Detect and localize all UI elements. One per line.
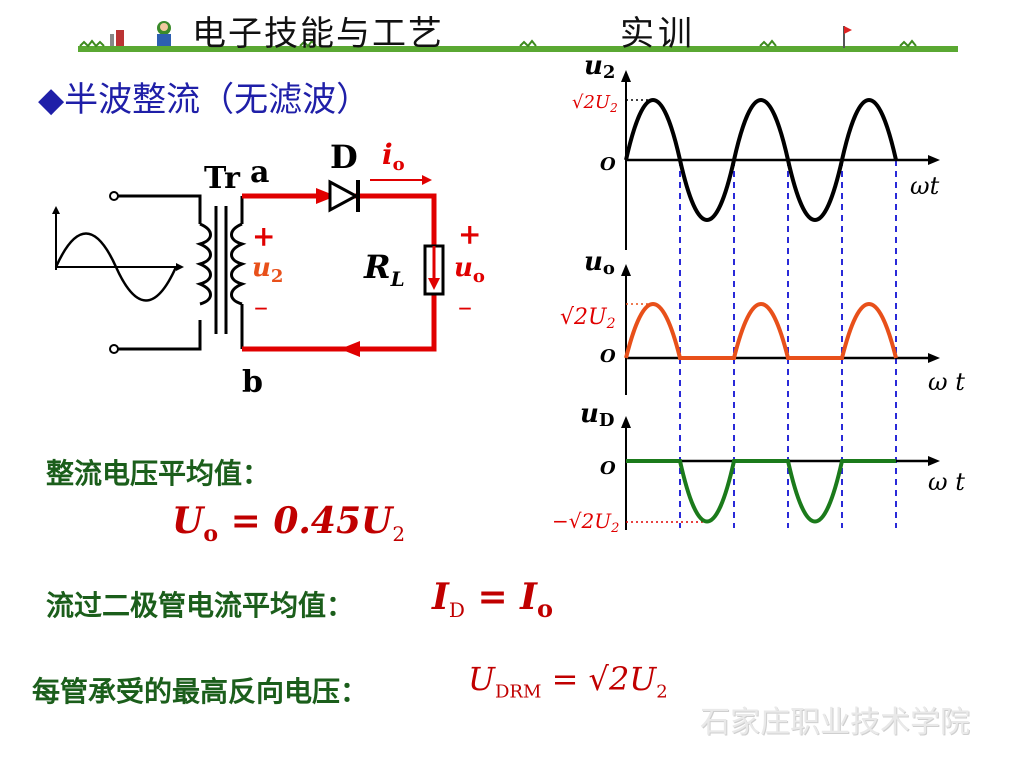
avg-current-formula: ID = Io — [432, 576, 553, 623]
header-decoration — [78, 21, 958, 52]
uo-axis-label: uo — [584, 247, 615, 279]
grass-tufts — [79, 39, 917, 48]
flag-icon — [843, 26, 852, 48]
section-title: ◆半波整流（无滤波） — [38, 80, 371, 120]
header-subtitle: 实训 — [620, 14, 696, 54]
current-label: io — [382, 138, 405, 175]
avg-current-rhs-sub: o — [536, 594, 553, 624]
header-title: 电子技能与工艺 — [192, 14, 444, 54]
ac-source-icon — [52, 206, 184, 302]
avg-voltage-rhs: = 0.45U — [230, 500, 393, 542]
u2-waveform-plot: u2 √2U2 O ωt — [572, 51, 940, 250]
ud-peak-label: −√2U2 — [552, 509, 619, 536]
rectifier-circuit: Tr a b D io + u2 – RL + uo – — [52, 138, 485, 400]
reverse-voltage-rhs-sub: 2 — [656, 681, 668, 703]
uo-origin-label: O — [600, 346, 616, 367]
primary-wire-top — [118, 194, 202, 224]
ud-axis-label: uD — [580, 399, 615, 431]
diode-icon — [328, 179, 360, 213]
primary-wire-bottom — [118, 320, 202, 351]
load-label: RL — [363, 248, 405, 291]
u2-plus: + — [252, 220, 275, 253]
u2-minus: – — [254, 290, 268, 323]
ud-waveform-plot: uD −√2U2 O ω t — [552, 399, 965, 536]
uo-plus: + — [458, 218, 481, 251]
avg-current-label: 流过二极管电流平均值： — [46, 589, 355, 622]
u2-origin-label: O — [600, 154, 616, 175]
small-sign-icon — [110, 30, 124, 46]
io-arrow-icon — [370, 175, 432, 185]
u2-axis-label: u2 — [584, 51, 615, 83]
uo-minus: – — [458, 290, 472, 323]
transformer-label: Tr — [204, 161, 241, 196]
input-terminal-top — [109, 191, 119, 201]
load-resistor-icon — [423, 244, 445, 296]
uo-label: uo — [454, 253, 485, 287]
transformer-icon — [195, 206, 247, 334]
u2-label: u2 — [252, 253, 283, 287]
reverse-voltage-lhs: U — [468, 660, 495, 698]
uo-rectified-curve — [624, 302, 898, 360]
reverse-voltage-lhs-sub: DRM — [494, 681, 542, 703]
uo-x-label: ω t — [928, 368, 965, 396]
current-arrow-top — [316, 188, 336, 204]
u2-peak-label: √2U2 — [572, 92, 618, 115]
avg-voltage-label: 整流电压平均值： — [46, 457, 271, 490]
input-terminal-bottom — [109, 344, 119, 354]
u2-sine-curve — [624, 98, 898, 222]
ud-x-label: ω t — [928, 468, 965, 496]
avg-current-lhs-sub: D — [448, 598, 465, 623]
cartoon-figure-icon — [157, 21, 171, 46]
u2-x-label: ωt — [910, 172, 940, 200]
avg-current-eq: = I — [477, 576, 537, 618]
avg-voltage-lhs: U — [172, 500, 204, 542]
school-watermark: 石家庄职业技术学院 — [700, 705, 970, 740]
avg-current-lhs: I — [432, 576, 449, 618]
reverse-voltage-formula: UDRM = √2U2 — [468, 660, 668, 702]
avg-voltage-rhs-sub: 2 — [392, 522, 406, 547]
diode-label: D — [330, 138, 358, 176]
uo-waveform-plot: uo √2U2 O ω t — [560, 247, 965, 396]
uo-peak-label: √2U2 — [560, 305, 616, 332]
reverse-voltage-rhs: = √2U — [551, 660, 657, 698]
reverse-voltage-label: 每管承受的最高反向电压： — [32, 675, 369, 708]
node-a-label: a — [250, 155, 269, 190]
ud-diode-voltage-curve — [626, 459, 896, 524]
avg-voltage-formula: Uo = 0.45U2 — [172, 500, 405, 547]
grass-strip — [78, 46, 958, 52]
node-b-label: b — [242, 365, 263, 400]
current-arrow-bottom — [340, 341, 360, 357]
ud-origin-label: O — [600, 458, 616, 479]
waveform-panel: u2 √2U2 O ωt uo √2U2 O ω t uD −√2U2 O ω … — [552, 51, 965, 536]
avg-voltage-lhs-sub: o — [203, 521, 219, 548]
